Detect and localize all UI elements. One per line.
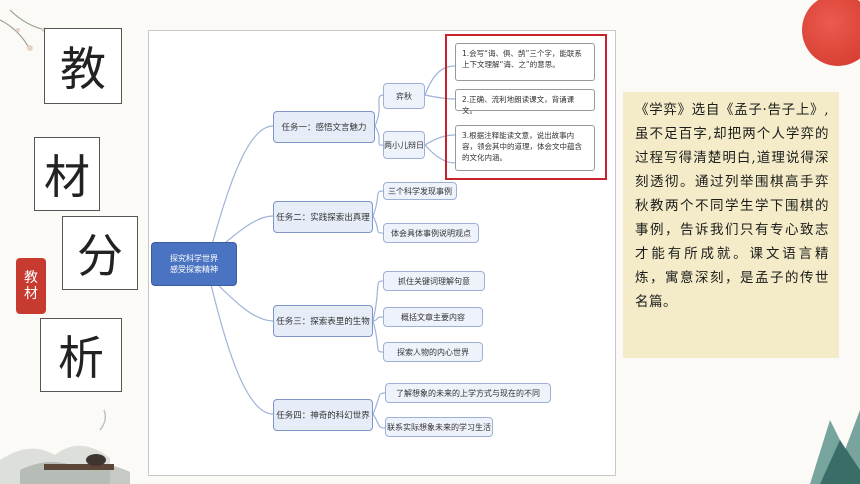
mind-map-image: 探究科学世界感受探索精神 任务一：感悟文言魅力 任务二：实践探索出真理 任务三：… (148, 30, 616, 476)
title-char-2: 材 (34, 137, 100, 211)
subnode-liangxiaoer: 两小儿辩日 (383, 131, 425, 159)
goal-box-1: 1.会写“诲、俱、鹄”三个字，能联系上下文理解“诲、之”的意思。 (455, 43, 595, 81)
task-node-4: 任务四：神奇的科幻世界 (273, 399, 373, 431)
title-char-1: 教 (44, 28, 122, 104)
ink-landscape-decoration (0, 409, 130, 484)
mountain-decoration (810, 410, 860, 484)
red-seal-stamp: 教材 (16, 258, 46, 314)
subnode-t2-1: 三个科学发现事例 (383, 182, 457, 200)
subnode-yiqiu: 弈秋 (383, 83, 425, 109)
task-node-1: 任务一：感悟文言魅力 (273, 111, 375, 143)
lesson-description: 《学弈》选自《孟子·告子上》,虽不足百字,却把两个人学弈的过程写得清楚明白,道理… (623, 92, 839, 358)
subnode-t3-3: 探索人物的内心世界 (383, 342, 483, 362)
subnode-t4-2: 联系实际想象未来的学习生活 (385, 417, 493, 437)
subnode-t3-1: 抓住关键词理解句意 (383, 271, 485, 291)
task-node-2: 任务二：实践探索出真理 (273, 201, 373, 233)
mind-map-connectors (208, 65, 456, 429)
subnode-t2-2: 体会具体事例说明观点 (383, 223, 479, 243)
goal-box-3: 3.根据注释能读文意，说出故事内容，领会其中的道理，体会文中蕴含的文化内涵。 (455, 125, 595, 171)
subnode-t4-1: 了解想象的未来的上学方式与现在的不同 (385, 383, 551, 403)
highlight-frame (445, 34, 607, 180)
task-node-3: 任务三：探索表里的生物 (273, 305, 373, 337)
goal-box-2: 2.正确、流利地朗读课文，背诵课文。 (455, 89, 595, 115)
red-sun-decoration (802, 0, 860, 66)
title-char-4: 析 (40, 318, 122, 392)
mind-map-root: 探究科学世界感受探索精神 (151, 242, 237, 286)
subnode-t3-2: 概括文章主要内容 (383, 307, 483, 327)
title-char-3: 分 (62, 216, 138, 290)
